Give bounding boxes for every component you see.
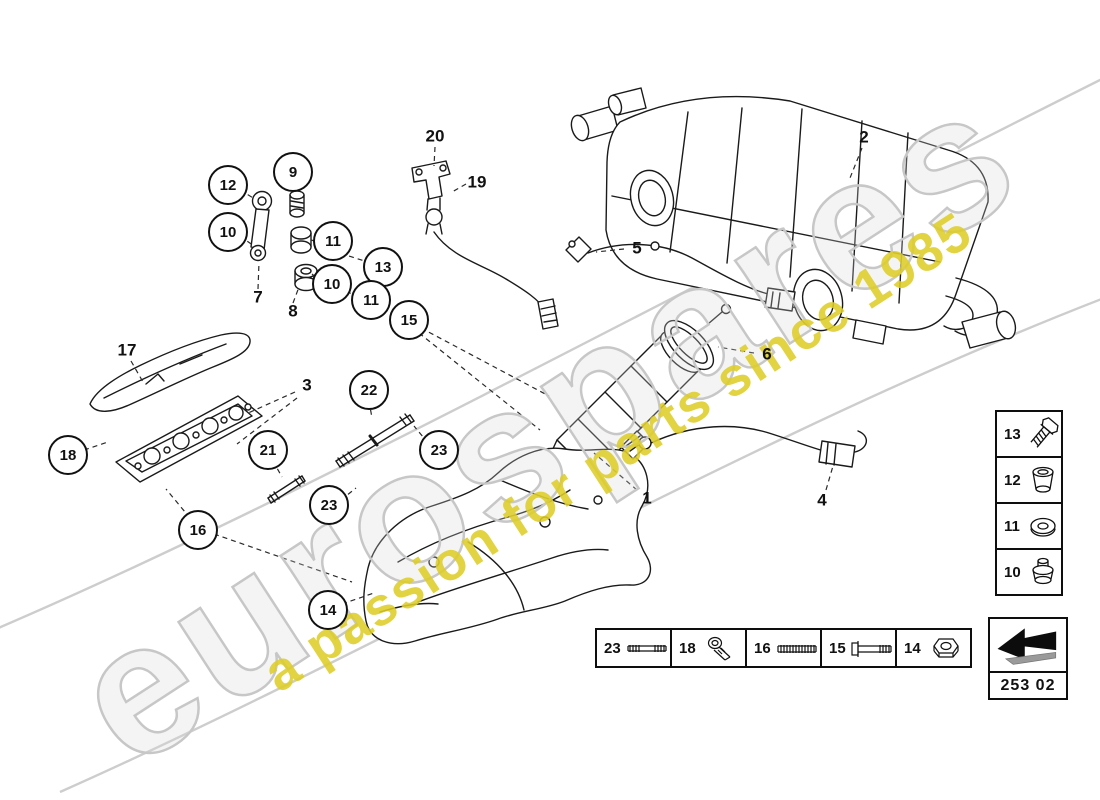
legend-item-23[interactable]: 23 <box>595 628 672 668</box>
legend-item-label: 23 <box>604 639 621 657</box>
callout-10[interactable]: 10 <box>312 264 352 304</box>
callout-11[interactable]: 11 <box>351 280 391 320</box>
callout-16[interactable]: 16 <box>178 510 218 550</box>
callout-4[interactable]: 4 <box>817 490 827 510</box>
legend-item-label: 16 <box>754 639 771 657</box>
lock-nut-icon <box>924 634 970 662</box>
callout-1[interactable]: 1 <box>642 488 652 508</box>
lambda-sensor-4-drawing <box>620 425 867 468</box>
direction-arrow-icon <box>990 619 1066 671</box>
callout-20[interactable]: 20 <box>425 126 445 146</box>
downpipe-heat-shield-drawing <box>363 447 652 645</box>
callout-21[interactable]: 21 <box>248 430 288 470</box>
callout-23[interactable]: 23 <box>309 485 349 525</box>
threaded-stud-icon <box>774 634 820 662</box>
manifold-heat-shield-drawing <box>89 332 251 412</box>
diagram-code-box: 253 02 <box>988 617 1068 700</box>
callout-18[interactable]: 18 <box>48 435 88 475</box>
callout-7[interactable]: 7 <box>253 287 263 307</box>
mount-link-drawing <box>249 190 318 292</box>
callout-17[interactable]: 17 <box>117 340 137 360</box>
ball-head-bolt-icon <box>699 634 745 662</box>
sidebar-item-10[interactable]: 10 <box>995 548 1063 596</box>
hex-bolt-icon <box>1024 414 1062 454</box>
lambda-sensor-5-drawing <box>565 236 796 312</box>
hardware-legend: 23 18 16 <box>595 628 972 668</box>
callout-6[interactable]: 6 <box>762 344 772 364</box>
studs-drawing <box>267 413 415 504</box>
callout-8[interactable]: 8 <box>288 301 298 321</box>
washer-icon <box>1024 506 1062 546</box>
sidebar-item-13[interactable]: 13 <box>995 410 1063 458</box>
legend-item-label: 15 <box>829 639 846 657</box>
sidebar-item-label: 10 <box>1004 563 1021 581</box>
legend-item-label: 18 <box>679 639 696 657</box>
legend-item-label: 14 <box>904 639 921 657</box>
legend-item-18[interactable]: 18 <box>670 628 747 668</box>
sidebar-item-label: 13 <box>1004 425 1021 443</box>
cap-nut-icon <box>1024 460 1062 500</box>
clamp-drawing <box>663 303 732 371</box>
hardware-sidebar: 13 12 <box>995 410 1063 596</box>
callout-14[interactable]: 14 <box>308 590 348 630</box>
grommet-icon <box>1024 552 1062 592</box>
callout-22[interactable]: 22 <box>349 370 389 410</box>
legend-item-16[interactable]: 16 <box>745 628 822 668</box>
callout-5[interactable]: 5 <box>632 238 642 258</box>
rear-muffler-drawing <box>570 87 1017 349</box>
callout-11[interactable]: 11 <box>313 221 353 261</box>
callout-10[interactable]: 10 <box>208 212 248 252</box>
manifold-gasket-drawing <box>115 395 263 483</box>
lambda-sensor-19-drawing <box>411 160 559 330</box>
sidebar-item-11[interactable]: 11 <box>995 502 1063 550</box>
callout-12[interactable]: 12 <box>208 165 248 205</box>
diagram-code: 253 02 <box>990 671 1066 698</box>
sidebar-item-label: 12 <box>1004 471 1021 489</box>
callout-2[interactable]: 2 <box>859 127 869 147</box>
callout-19[interactable]: 19 <box>467 172 487 192</box>
callout-23[interactable]: 23 <box>419 430 459 470</box>
long-bolt-icon <box>849 634 895 662</box>
callout-15[interactable]: 15 <box>389 300 429 340</box>
callout-9[interactable]: 9 <box>273 152 313 192</box>
stud-icon <box>624 634 670 662</box>
callout-3[interactable]: 3 <box>302 375 312 395</box>
sidebar-item-label: 11 <box>1004 517 1020 535</box>
legend-item-14[interactable]: 14 <box>895 628 972 668</box>
